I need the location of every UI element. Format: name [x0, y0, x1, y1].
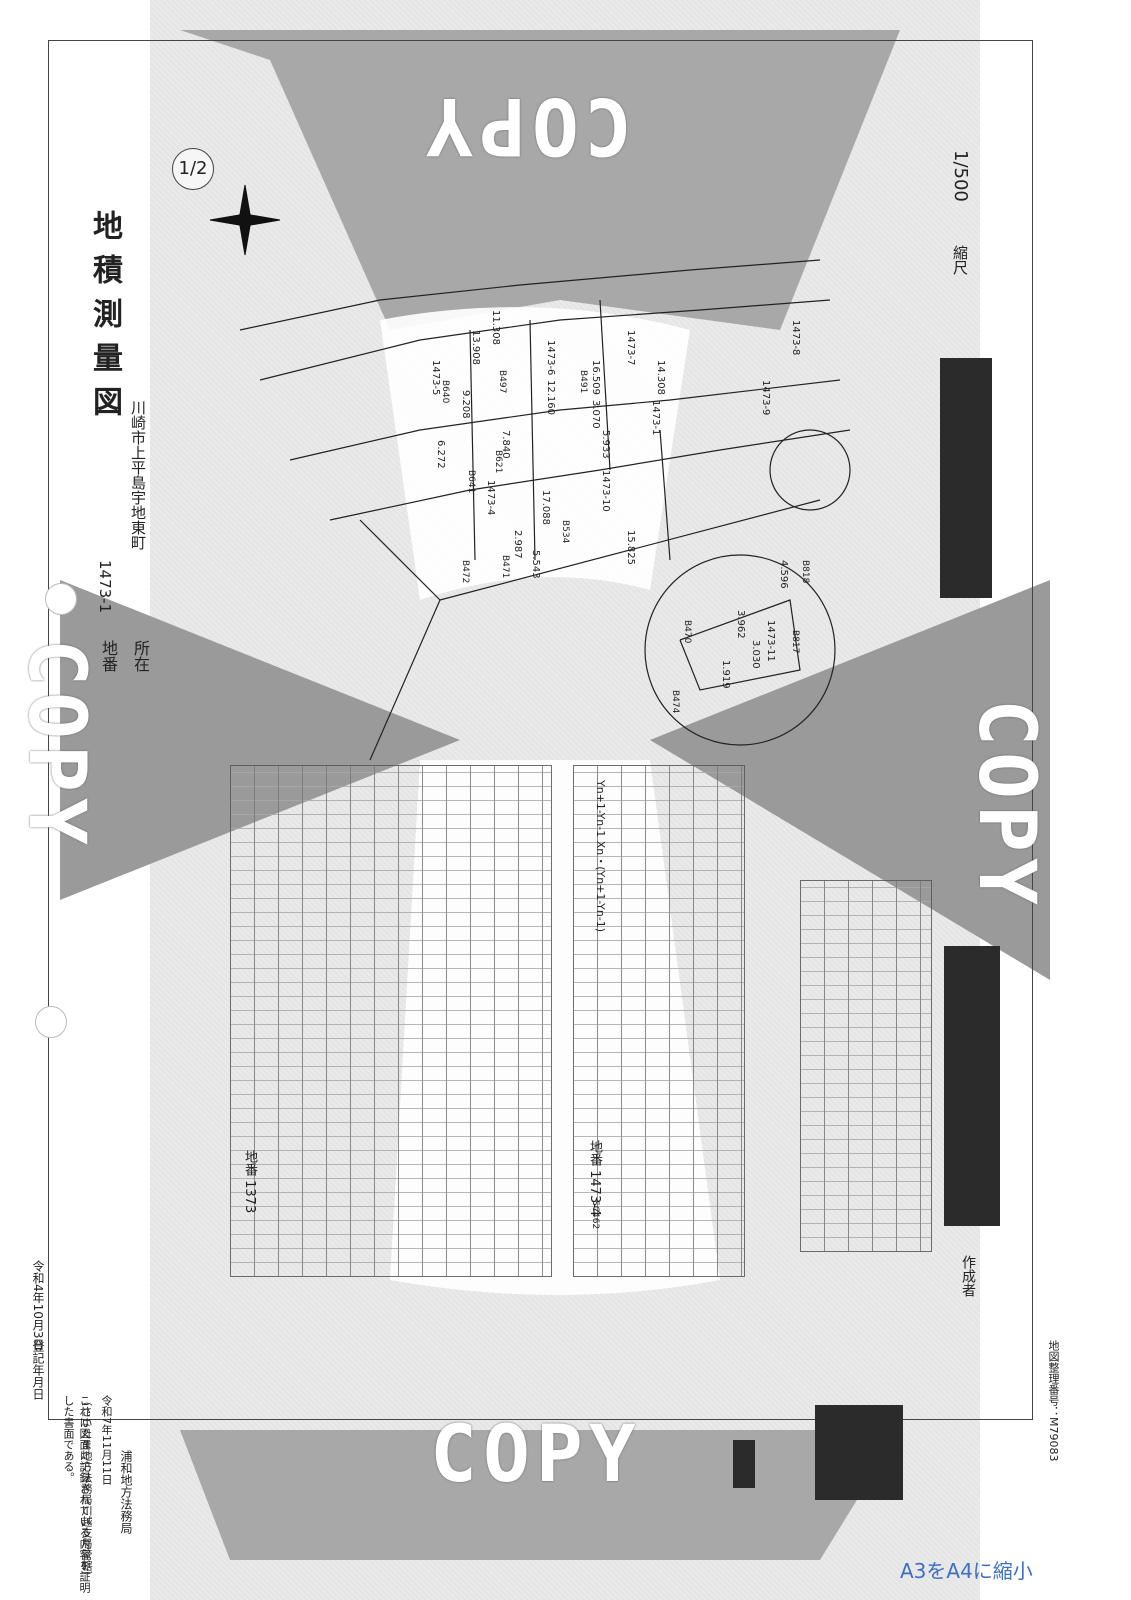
area-table-right: [800, 880, 932, 1252]
reduction-note: A3をA4に縮小: [900, 1559, 1033, 1583]
station-code: B818: [800, 560, 810, 584]
lot-label-1473-4: 1473-4: [485, 480, 496, 516]
copy-watermark-left: COPY: [10, 639, 101, 851]
issuing-office: 浦和地方法務局: [119, 1450, 133, 1534]
document-frame: [48, 40, 1033, 1420]
page-fraction: 1/2: [172, 148, 214, 190]
table1-lot: 地番 1473-4: [587, 1140, 602, 1217]
edge-length: 11.308: [490, 310, 501, 345]
coordinate-table-right: [573, 765, 745, 1277]
station-code: B491: [578, 370, 588, 394]
redaction-block-small: [733, 1440, 755, 1488]
registration-date: 令和4年10月3日: [31, 1260, 45, 1351]
edge-length: 17.088: [540, 490, 551, 525]
certification-line1: これは図面に記録されている内容を証明した書面である。: [62, 1395, 91, 1593]
punch-hole-bottom: [35, 1006, 67, 1038]
redaction-block-lower: [944, 946, 1000, 1226]
station-code: B641: [466, 470, 476, 494]
edge-length: 9.208: [460, 390, 471, 419]
edge-length: 2.987: [512, 530, 523, 559]
station-code: B497: [497, 370, 507, 394]
lot-value: 1473-1: [96, 560, 114, 614]
station-code: B817: [790, 630, 800, 654]
copy-watermark-right: COPY: [960, 699, 1051, 911]
registration-label: 登記年月日: [31, 1340, 45, 1400]
edge-length: 7.840: [500, 430, 511, 459]
edge-length: 4.596: [778, 560, 789, 589]
station-code: B470: [682, 620, 692, 644]
lot-label-1473-1: 1473-1: [650, 400, 661, 436]
table1-header: Yn+1-Yn-1 Xn・(Yn+1-Yn-1): [594, 780, 607, 933]
edge-length: 3.030: [750, 640, 761, 669]
punch-hole-top: [45, 583, 77, 615]
edge-length: 6.272: [435, 440, 446, 469]
table2-lot: 地番 1373: [242, 1150, 257, 1214]
edge-length: 1.919: [720, 660, 731, 689]
lot-label-1473-9: 1473-9: [760, 380, 771, 416]
edge-length: 12.160: [545, 380, 556, 415]
edge-length: 3.070: [590, 400, 601, 429]
edge-length: 15.825: [625, 530, 636, 565]
scale-value: 1/500: [950, 150, 971, 202]
location-label: 所在: [131, 640, 150, 672]
lot-label-1473-5: 1473-5: [430, 360, 441, 396]
copy-watermark-top: COPY: [420, 80, 632, 170]
lot-label-1473-10: 1473-10: [600, 470, 611, 512]
lot-label: 地番: [99, 640, 118, 672]
creator-label: 作成者: [960, 1255, 976, 1297]
station-code: B640: [440, 380, 450, 404]
station-code: B534: [560, 520, 570, 544]
lot-label-1473-6: 1473-6: [545, 340, 556, 376]
lot-label-1473-8: 1473-8: [790, 320, 801, 356]
copy-watermark-bottom: COPY: [430, 1410, 642, 1500]
redaction-block-upper: [940, 358, 992, 598]
certification-line2: （さいたま地方法務局川越支局管轄）: [80, 1395, 93, 1582]
edge-length: 3.962: [735, 610, 746, 639]
station-code: B472: [460, 560, 470, 584]
edge-length: 13.908: [470, 330, 481, 365]
station-code: B474: [670, 690, 680, 714]
edge-length: 5.543: [530, 550, 541, 579]
station-code: B471: [500, 555, 510, 579]
edge-length: 5.933: [600, 430, 611, 459]
coordinate-table-left: [230, 765, 552, 1277]
scale-label: 縮尺: [951, 245, 969, 275]
lot-label-1473-11: 1473-11: [765, 620, 776, 662]
certification-date: 令和7年11月11日: [100, 1395, 113, 1485]
station-code: B621: [493, 450, 503, 474]
edge-length: 14.308: [655, 360, 666, 395]
redaction-block-bottom: [815, 1405, 903, 1500]
lot-label-1473-7: 1473-7: [625, 330, 636, 366]
map-id: 地図整理番号：M79083: [1047, 1340, 1060, 1462]
location-value: 川崎市上平島宇地東町: [129, 400, 147, 550]
station-code: SC462: [590, 1200, 600, 1230]
edge-length: 16.509: [590, 360, 601, 395]
document-title: 地積測量図: [87, 210, 122, 430]
